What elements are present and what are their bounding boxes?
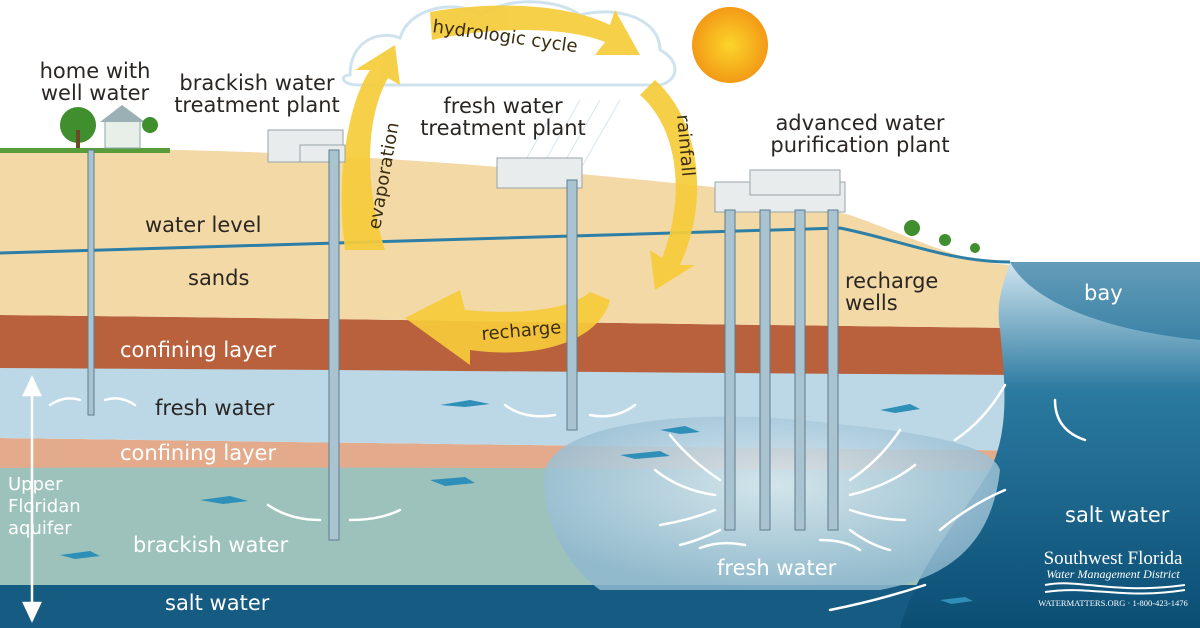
brackish-well [328,149,340,541]
labels: home with well water brackish water trea… [8,59,1170,615]
recharge-well-3 [794,209,806,531]
salt-water-right-label: salt water [1065,503,1170,527]
salt-water-bottom-label: salt water [165,591,270,615]
evaporation-arrow [341,45,400,250]
aquifer-label-line1: Upper [8,474,63,495]
advanced-water-purification-plant [714,169,846,213]
fresh-well [566,179,578,431]
advanced-plant-label-line1: advanced water [775,111,944,135]
bay-label: bay [1084,281,1123,305]
water-level-label: water level [145,213,261,237]
logo-waves [1044,582,1186,595]
fresh-water-bubble [544,416,1000,590]
recharge-arrow [405,290,610,365]
advanced-plant-label-line2: purification plant [770,133,949,157]
cycle-arrows [341,5,698,365]
hydrologic-cycle-arrow [430,5,640,56]
fresh-plant-label-line2: treatment plant [420,116,586,140]
recharge-well-1 [724,209,736,531]
aquifer-label-line3: aquifer [8,518,72,539]
bay-surface [1010,262,1200,340]
brackish-plant-label-line2: treatment plant [174,93,340,117]
coastal-vegetation [904,220,980,253]
recharge-well-2 [759,209,771,531]
logo-name: Southwest Florida [1044,548,1183,569]
home-label-line1: home with [40,59,151,83]
rainfall-arrow [640,80,698,290]
fresh-water-2-label: fresh water [717,556,837,580]
fresh-water-1-label: fresh water [155,396,275,420]
home-well [87,149,95,416]
recharge-wells-label-line1: recharge [845,269,938,293]
confining-layer-1 [0,315,1200,376]
confining-layer-1-label: confining layer [120,338,276,362]
sun [692,7,768,83]
brackish-water-label: brackish water [133,533,288,557]
aquifer-label-line2: Floridan [8,496,81,517]
logo-subtitle: Water Management District [1046,567,1180,581]
sand-layer [0,150,1200,330]
brackish-plant-label-line1: brackish water [179,71,334,95]
brackish-water-treatment-plant [267,129,346,163]
swfwmd-logo: Southwest Florida Water Management Distr… [1038,548,1187,608]
aquifer-extent-arrow [22,375,42,623]
water-level-line [0,226,1011,264]
grass [0,148,170,153]
flow-arrows [48,383,1087,612]
recharge-wells-label-line2: wells [845,291,898,315]
home-with-well [60,105,158,149]
fresh-plant-label-line1: fresh water [443,94,563,118]
aquifer-cavities [60,400,973,604]
home-label-line2: well water [41,81,150,105]
sands-label: sands [188,266,249,290]
house [104,119,141,149]
tree [60,107,96,143]
recharge-well-4 [827,209,839,531]
wells [87,149,839,541]
logo-contact: WATERMATTERS.ORG · 1-800-423-1476 [1038,598,1187,608]
confining-layer-2-label: confining layer [120,441,276,465]
